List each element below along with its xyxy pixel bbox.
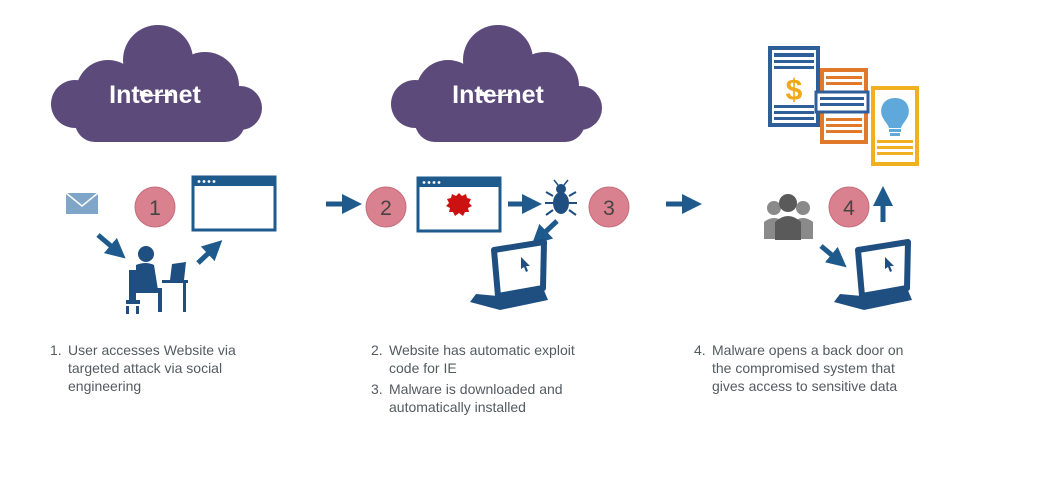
users-icon bbox=[764, 194, 813, 240]
internet-cloud-2: Internet bbox=[391, 25, 602, 142]
caption-number: 4. bbox=[694, 342, 706, 358]
caption-text: Website has automatic exploit code for I… bbox=[389, 342, 575, 376]
arrow-icon bbox=[96, 233, 126, 259]
caption-number: 2. bbox=[371, 342, 383, 358]
caption-step-1: 1. User accesses Website via targeted at… bbox=[50, 341, 310, 401]
cloud-label: Internet bbox=[452, 81, 544, 109]
arrow-icon bbox=[819, 244, 847, 268]
laptop-icon bbox=[470, 239, 548, 310]
laptop-icon bbox=[834, 239, 912, 310]
caption-number: 3. bbox=[371, 381, 383, 397]
server-rack-icon bbox=[814, 68, 870, 144]
browser-window-icon bbox=[191, 175, 277, 232]
arrow-icon bbox=[196, 240, 223, 265]
step-circle-4: 4 bbox=[828, 186, 870, 228]
step-number: 2 bbox=[380, 197, 392, 220]
caption-step-4: 4. Malware opens a back door on the comp… bbox=[694, 341, 994, 401]
caption-number: 1. bbox=[50, 342, 62, 358]
user-at-desk-icon bbox=[126, 246, 188, 314]
bug-icon bbox=[545, 179, 577, 216]
exploit-badge-icon bbox=[446, 193, 472, 216]
arrow-icon bbox=[531, 219, 559, 245]
step-number: 4 bbox=[843, 197, 855, 220]
server-rack-icon: $ bbox=[768, 46, 820, 127]
server-rack-icon bbox=[871, 86, 919, 166]
step-number: 3 bbox=[603, 197, 615, 220]
caption-text: Malware opens a back door on the comprom… bbox=[712, 342, 904, 394]
lightbulb-icon bbox=[881, 98, 909, 136]
envelope-icon bbox=[65, 192, 99, 214]
cloud-label: Internet bbox=[109, 81, 201, 109]
step-number: 1 bbox=[149, 197, 161, 220]
step-circle-3: 3 bbox=[588, 186, 630, 228]
caption-step-2: 2. Website has automatic exploit code fo… bbox=[371, 341, 651, 381]
caption-text: User accesses Website via targeted attac… bbox=[68, 342, 236, 394]
step-circle-2: 2 bbox=[365, 186, 407, 228]
internet-cloud-1: Internet bbox=[51, 25, 262, 142]
exploit-browser-icon bbox=[416, 176, 502, 233]
step-circle-1: 1 bbox=[134, 186, 176, 228]
caption-step-3: 3. Malware is downloaded and automatical… bbox=[371, 380, 651, 420]
caption-text: Malware is downloaded and automatically … bbox=[389, 381, 563, 415]
dollar-icon: $ bbox=[786, 74, 803, 107]
